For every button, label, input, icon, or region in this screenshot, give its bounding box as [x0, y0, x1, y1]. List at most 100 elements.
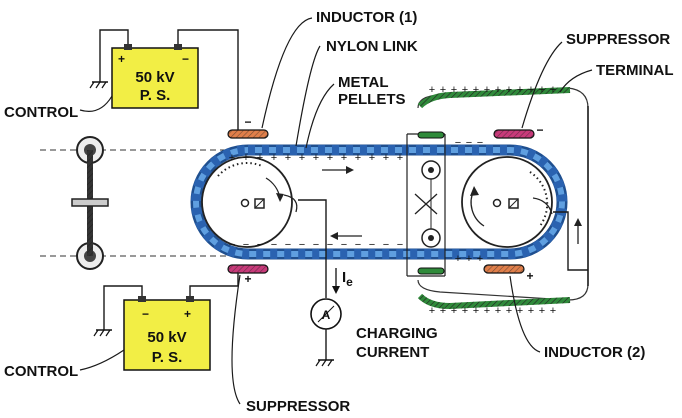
belt-charge-sign: −: [243, 239, 249, 251]
terminal-charge-sign: +: [506, 305, 512, 317]
belt-charge-sign: −: [299, 239, 305, 251]
terminal-charge-sign: +: [495, 305, 501, 317]
suppressor-bottom-electrode: [227, 264, 269, 274]
svg-text:P. S.: P. S.: [152, 349, 183, 366]
current-symbol: Ie: [342, 269, 353, 289]
svg-text:A: A: [322, 308, 331, 322]
terminal-charge-sign: +: [473, 84, 479, 96]
label-control-bottom: CONTROL: [4, 363, 78, 380]
charging-wire: [298, 199, 327, 298]
label-control-top: CONTROL: [4, 104, 78, 121]
belt-charge-sign: +: [477, 253, 483, 265]
belt-charge-sign: +: [257, 152, 263, 164]
right-pulley: [461, 156, 553, 248]
belt-charge-sign: −: [271, 239, 277, 251]
electrode-polarity-sign: −: [244, 115, 251, 129]
belt-charge-sign: −: [327, 239, 333, 251]
label-inductor-1: INDUCTOR (1): [316, 9, 417, 26]
svg-text:P. S.: P. S.: [140, 87, 171, 104]
terminal-charge-sign: +: [440, 84, 446, 96]
terminal-charge-sign: +: [550, 84, 556, 96]
belt-charge-sign: +: [271, 152, 277, 164]
ps-bottom-ground-wire: [103, 285, 143, 330]
terminal-charge-sign: +: [528, 84, 534, 96]
svg-text:−: −: [182, 52, 189, 66]
belt-charge-sign: +: [327, 152, 333, 164]
label-suppressor-top: SUPPRESSOR: [566, 31, 670, 48]
terminal-charge-sign: +: [550, 305, 556, 317]
terminal-charge-sign: +: [506, 84, 512, 96]
label-terminal: TERMINAL: [596, 62, 674, 79]
svg-text:50 kV: 50 kV: [135, 69, 174, 86]
terminal-charge-sign: +: [451, 84, 457, 96]
electrode-polarity-sign: +: [526, 269, 533, 283]
belt-charge-sign: −: [466, 137, 472, 149]
drive-shaft-icon: [40, 136, 240, 270]
belt-charge-sign: −: [455, 137, 461, 149]
label-metal: METAL: [338, 74, 389, 91]
terminal-charge-sign: +: [484, 305, 490, 317]
terminal-charge-sign: +: [473, 305, 479, 317]
belt-charge-sign: +: [397, 152, 403, 164]
belt-charge-sign: +: [341, 152, 347, 164]
terminal-charge-sign: +: [462, 305, 468, 317]
pellet-chain: [190, 144, 568, 260]
inner-electrodes: [417, 131, 445, 275]
belt-charge-sign: +: [455, 253, 461, 265]
belt-charge-sign: +: [243, 152, 249, 164]
belt-direction-arrows: [322, 166, 582, 244]
terminal-charge-sign: +: [539, 84, 545, 96]
power-supply-bottom: − + 50 kV P. S.: [123, 296, 211, 371]
label-current: CURRENT: [356, 344, 429, 361]
ps-top-ground-wire: [99, 29, 129, 82]
belt-charge-sign: −: [397, 239, 403, 251]
inductor-1: [227, 129, 269, 139]
electrode-polarity-sign: +: [244, 272, 251, 286]
belt-charge-sign: −: [369, 239, 375, 251]
ps-bottom-suppressor-wire: [189, 273, 239, 296]
belt-charge-sign: −: [313, 239, 319, 251]
belt-charge-sign: +: [466, 253, 472, 265]
terminal-shell: [406, 87, 589, 310]
belt-charge-sign: −: [285, 239, 291, 251]
belt-charge-sign: −: [355, 239, 361, 251]
belt-charge-sign: +: [383, 152, 389, 164]
power-supply-top: + − 50 kV P. S.: [111, 44, 199, 109]
belt-charge-sign: +: [355, 152, 361, 164]
terminal-charge-sign: +: [517, 305, 523, 317]
charge-signs: +++++++++++++++++++++++++++++++++++++−−−…: [229, 84, 556, 317]
inductor-2: [483, 264, 525, 274]
ammeter-icon: A: [310, 298, 342, 330]
electrode-polarity-sign: −: [536, 123, 543, 137]
suppressor-top-electrode: [493, 129, 535, 139]
terminal-charge-sign: +: [429, 84, 435, 96]
left-pulley: [201, 156, 298, 248]
label-pellets: PELLETS: [338, 91, 406, 108]
terminal-charge-sign: +: [484, 84, 490, 96]
terminal-charge-sign: +: [528, 305, 534, 317]
ground-icon: [93, 329, 112, 337]
belt-charge-sign: −: [383, 239, 389, 251]
ground-icon: [89, 81, 108, 89]
current-arrow: [332, 268, 340, 294]
label-suppressor-bottom: SUPPRESSOR: [246, 398, 350, 415]
belt-charge-sign: +: [229, 152, 235, 164]
svg-text:+: +: [184, 307, 191, 321]
label-nylon-link: NYLON LINK: [326, 38, 418, 55]
svg-text:+: +: [118, 52, 125, 66]
terminal-charge-sign: +: [429, 305, 435, 317]
terminal-charge-sign: +: [462, 84, 468, 96]
terminal-charge-sign: +: [440, 305, 446, 317]
label-inductor-2: INDUCTOR (2): [544, 344, 645, 361]
belt-charge-sign: −: [229, 239, 235, 251]
terminal-charge-sign: +: [517, 84, 523, 96]
belt-charge-sign: +: [313, 152, 319, 164]
ground-icon: [315, 359, 334, 367]
terminal-charge-sign: +: [539, 305, 545, 317]
leader-lines: [79, 17, 593, 405]
belt-charge-sign: −: [341, 239, 347, 251]
belt-charge-sign: −: [257, 239, 263, 251]
ps-top-inductor-wire: [177, 29, 239, 130]
terminal-charge-sign: +: [451, 305, 457, 317]
